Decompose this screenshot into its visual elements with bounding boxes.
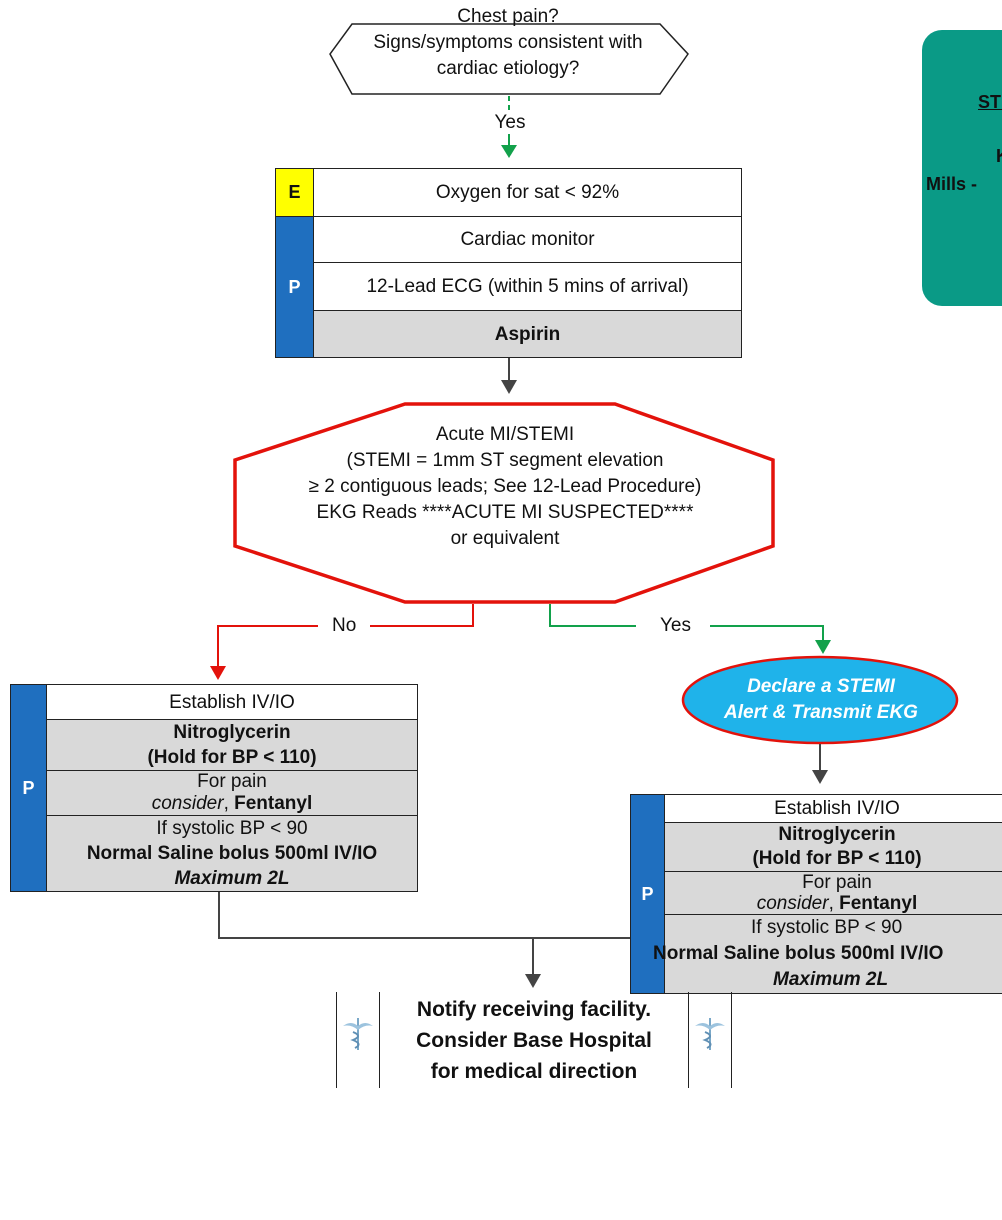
arrowhead-dark-3 (525, 974, 541, 988)
notify-line-3: for medical direction (430, 1060, 638, 1083)
stemi-line-3: ≥ 2 contiguous leads; See 12-Lead Proced… (308, 476, 702, 497)
left-iv-step: Establish IV/IO (47, 685, 417, 720)
start-line-2: Signs/symptoms consistent with (373, 32, 643, 53)
no-branch-label: No (326, 614, 363, 638)
initial-care-box: E P Oxygen for sat < 92% Cardiac monitor… (275, 168, 742, 358)
caduceus-icon (343, 1018, 373, 1050)
side-info-panel: STE K Mills - (922, 30, 1002, 306)
notify-line-2: Consider Base Hospital (416, 1029, 652, 1052)
start-yes-label: Yes (494, 112, 526, 133)
right-fentanyl: Fentanyl (839, 893, 918, 914)
tag-p: P (276, 217, 314, 357)
arrowhead-dark-1 (501, 380, 517, 394)
stemi-decision-shape (233, 402, 775, 604)
right-ntg-hold: (Hold for BP < 110) (752, 848, 922, 869)
left-fentanyl: Fentanyl (234, 793, 313, 814)
right-ntg-label: Nitroglycerin (778, 824, 896, 845)
declare-line-2: Alert & Transmit EKG (724, 702, 918, 723)
right-max: Maximum 2L (773, 969, 889, 990)
declare-line-1: Declare a STEMI (747, 676, 895, 697)
cardiac-monitor-step: Cardiac monitor (314, 217, 741, 263)
arrowhead-dark-2 (812, 770, 828, 784)
stemi-line-2: (STEMI = 1mm ST segment elevation (346, 450, 664, 471)
left-ntg-step: Nitroglycerin (Hold for BP < 110) (47, 720, 417, 771)
left-consider: consider (151, 793, 224, 814)
left-sbp: If systolic BP < 90 (156, 818, 308, 839)
left-fentanyl-line: consider, Fentanyl (152, 793, 313, 815)
left-pain-label: For pain (197, 771, 267, 792)
left-max: Maximum 2L (174, 868, 290, 889)
arrowhead-green-2 (815, 640, 831, 654)
ecg-step: 12-Lead ECG (within 5 mins of arrival) (314, 263, 741, 311)
left-saline-step: If systolic BP < 90 Normal Saline bolus … (47, 816, 417, 891)
notify-line-1: Notify receiving facility. (416, 998, 652, 1021)
caduceus-icon (695, 1018, 725, 1050)
stemi-decision: Acute MI/STEMI (STEMI = 1mm ST segment e… (245, 422, 765, 552)
aspirin-step: Aspirin (314, 311, 741, 357)
side-panel-line-3: Mills - (926, 174, 978, 194)
right-sep: , (828, 893, 840, 914)
right-consider: consider (756, 893, 829, 914)
side-panel-line-2: K (996, 146, 1002, 167)
start-line-1: Chest pain? (457, 6, 559, 27)
stemi-line-4: EKG Reads ****ACUTE MI SUSPECTED**** (316, 502, 694, 523)
yes-branch-label: Yes (654, 614, 697, 638)
left-sep: , (223, 793, 235, 814)
stemi-line-5: or equivalent (450, 528, 560, 549)
notify-text: Notify receiving facility. Consider Base… (380, 994, 688, 1087)
left-ntg-label: Nitroglycerin (173, 722, 291, 743)
arrowhead-green-1 (501, 145, 517, 158)
left-pain-step: For pain consider, Fentanyl (47, 771, 417, 816)
notify-box: Notify receiving facility. Consider Base… (336, 992, 732, 1088)
notify-right-panel (688, 992, 732, 1088)
right-pain-step: For pain consider, Fentanyl (665, 872, 1002, 915)
left-ns: Normal Saline bolus 500ml IV/IO (86, 843, 378, 864)
stemi-line-1: Acute MI/STEMI (435, 424, 575, 445)
left-ntg-hold: (Hold for BP < 110) (147, 747, 317, 768)
tag-e: E (276, 169, 314, 217)
right-fentanyl-line: consider, Fentanyl (757, 893, 918, 914)
notify-left-panel (336, 992, 380, 1088)
arrowhead-red (210, 666, 226, 680)
left-treatment-box: P Establish IV/IO Nitroglycerin (Hold fo… (10, 684, 418, 892)
start-decision-shape (329, 23, 689, 95)
left-tag-p: P (11, 685, 47, 891)
start-line-3: cardiac etiology? (436, 58, 580, 79)
start-decision: Chest pain? Signs/symptoms consistent wi… (338, 4, 678, 82)
right-iv-step: Establish IV/IO (665, 795, 1002, 823)
right-sbp: If systolic BP < 90 (751, 917, 903, 938)
right-ntg-step: Nitroglycerin (Hold for BP < 110) (665, 823, 1002, 872)
declare-stemi: Declare a STEMI Alert & Transmit EKG (690, 674, 952, 726)
side-panel-line-1: STE (978, 92, 1002, 112)
right-tag-p: P (631, 795, 665, 993)
declare-stemi-shape (681, 655, 959, 745)
right-treatment-box: P Establish IV/IO Nitroglycerin (Hold fo… (630, 794, 1002, 994)
oxygen-step: Oxygen for sat < 92% (314, 169, 741, 217)
right-saline-step: If systolic BP < 90 Normal Saline bolus … (653, 915, 1002, 993)
right-ns: Normal Saline bolus 500ml IV/IO (653, 943, 944, 964)
right-pain-label: For pain (802, 872, 872, 893)
